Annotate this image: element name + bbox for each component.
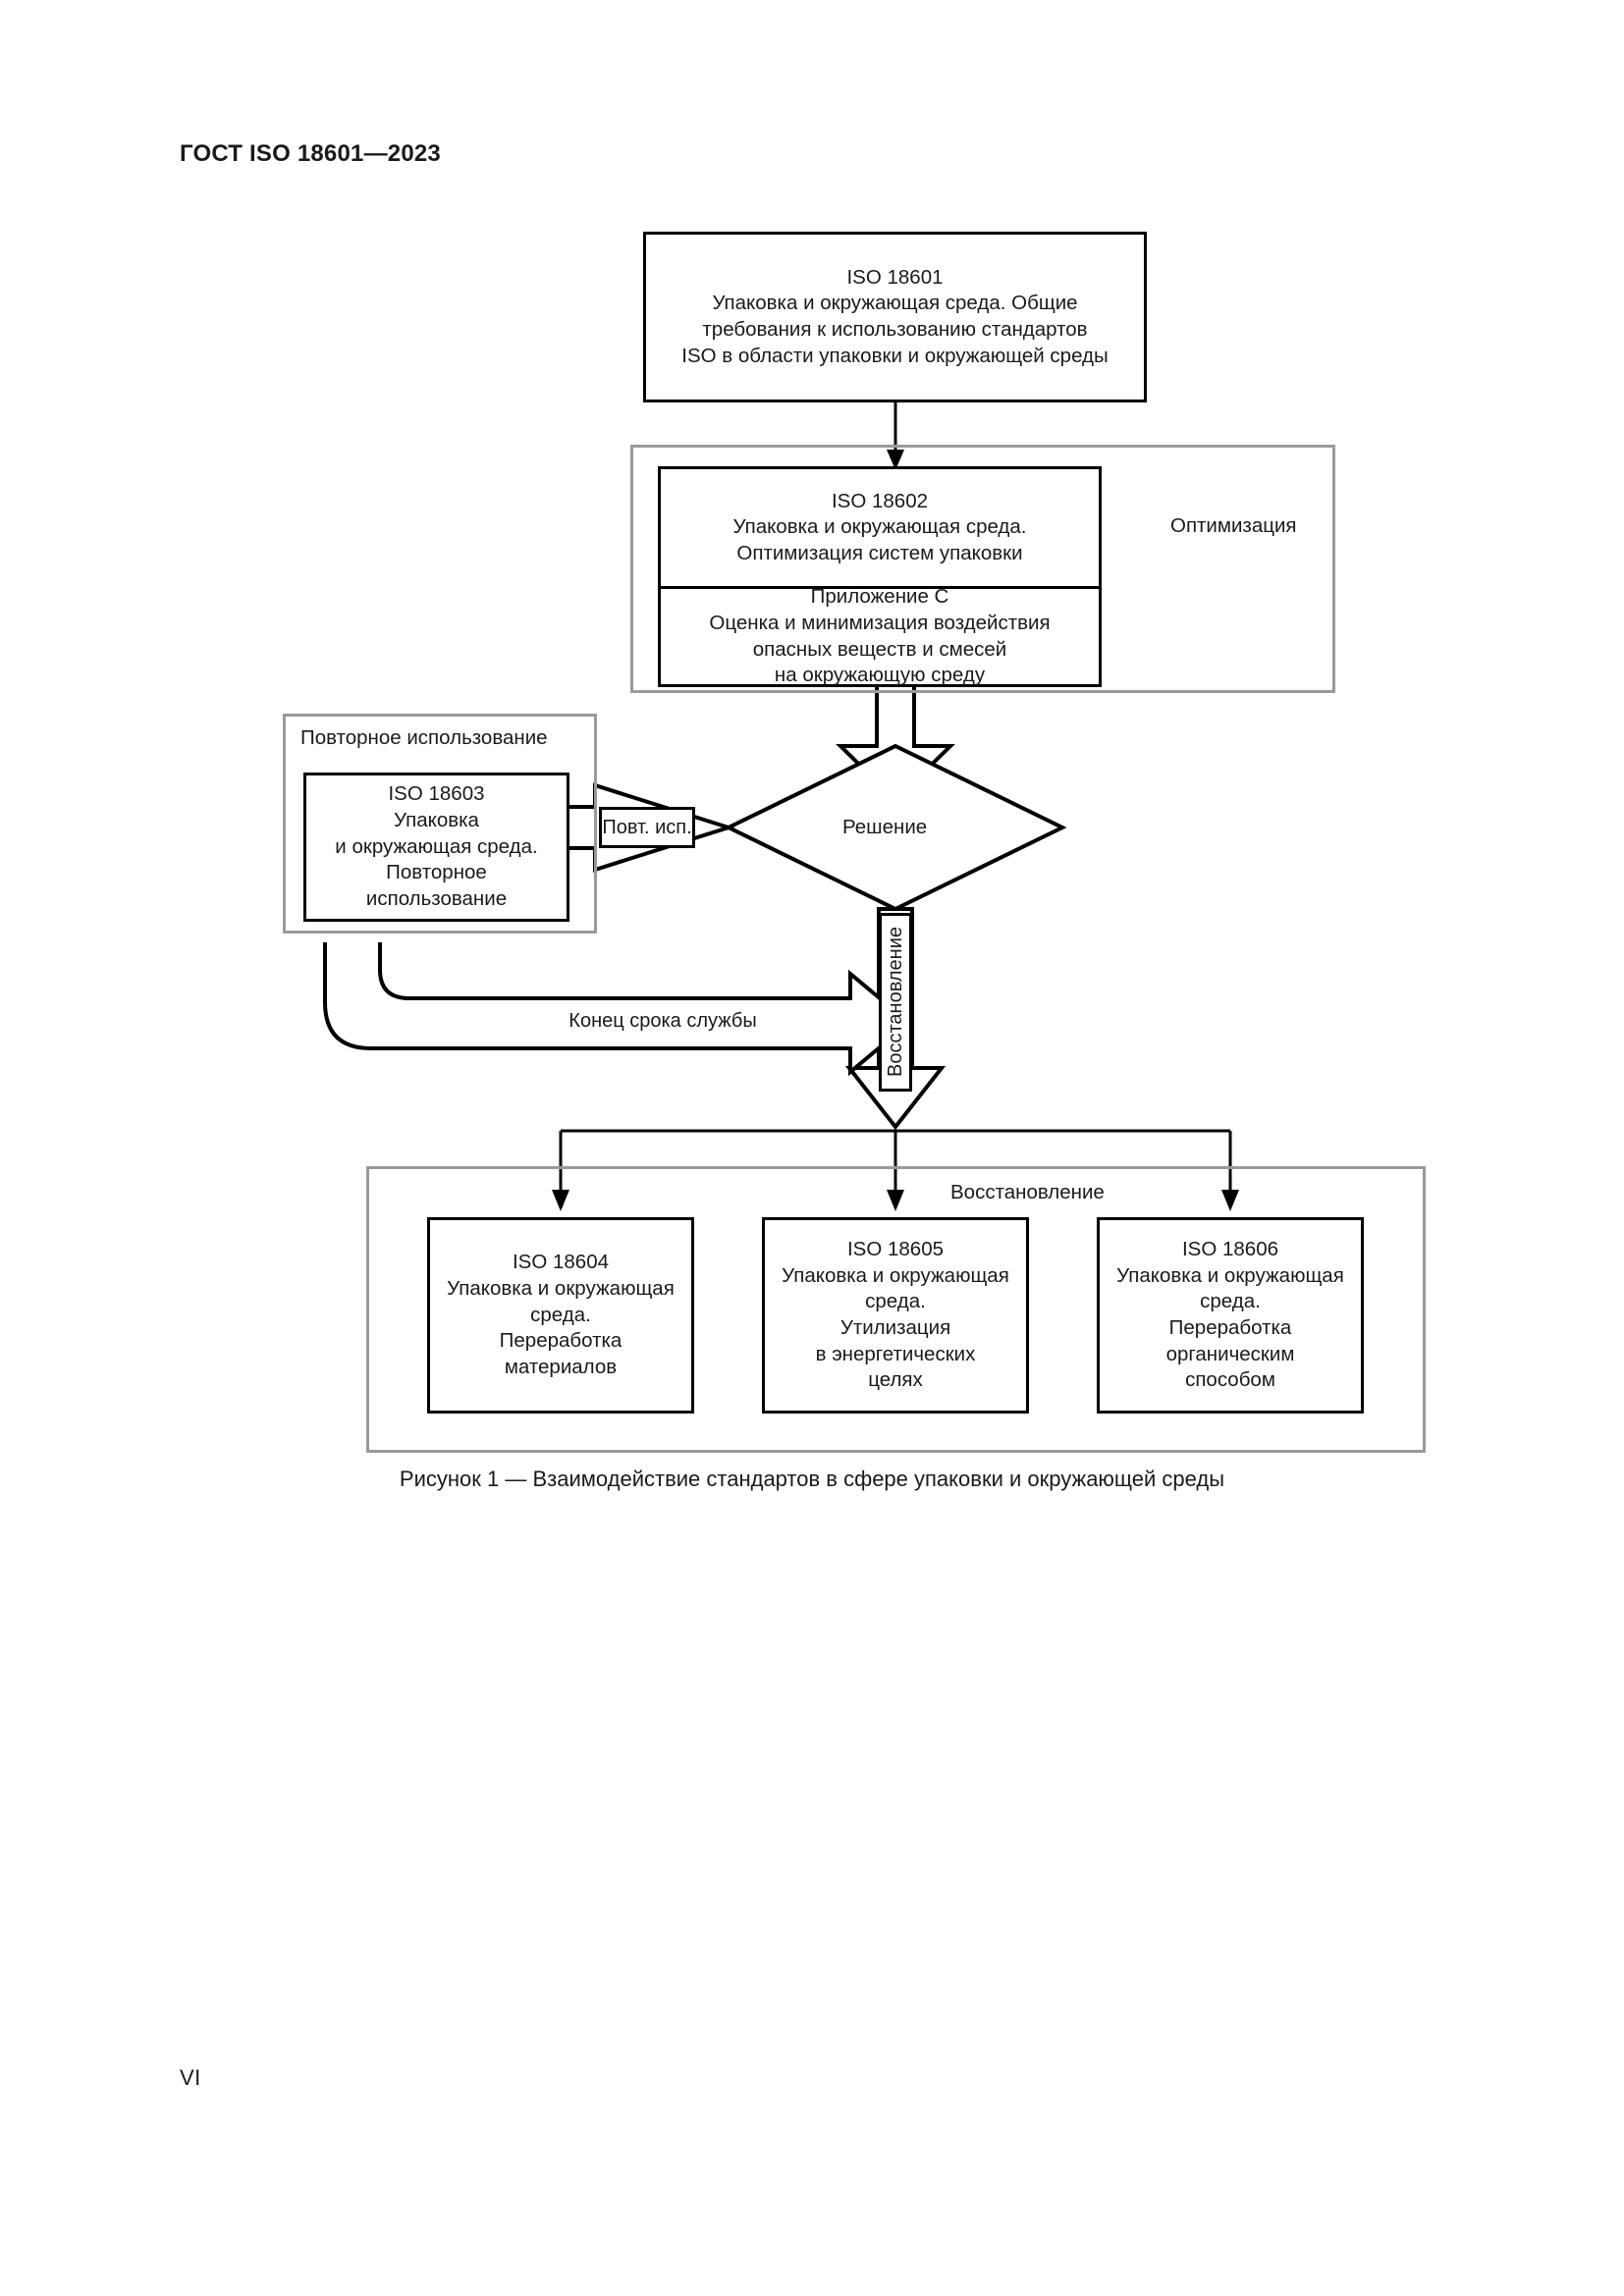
group-recovery-label: Восстановление [950, 1181, 1105, 1203]
node-iso-18601-title: ISO 18601 [846, 265, 944, 289]
node-iso-18602-line-2: Оптимизация систем упаковки [736, 541, 1023, 564]
node-iso-18606-line-5: способом [1185, 1368, 1275, 1392]
node-iso-18604-title: ISO 18604 [512, 1251, 609, 1274]
node-iso-18604-line-2: среда. [530, 1303, 591, 1326]
node-iso-18604-line-1: Упаковка и окружающая [447, 1277, 675, 1301]
node-iso-18605-line-1: Упаковка и окружающая [782, 1263, 1009, 1287]
decision-label: Решение [842, 816, 928, 838]
group-optimization [630, 445, 1335, 693]
node-annex-c-line-1: Оценка и минимизация воздействия [709, 611, 1051, 634]
node-iso-18606-line-3: Переработка [1168, 1316, 1292, 1339]
node-iso-18604-line-4: материалов [504, 1355, 618, 1378]
node-iso-18603-line-2: и окружающая среда. [335, 834, 538, 858]
block-arrow-end-of-life [323, 942, 913, 1077]
node-iso-18606-line-4: органическим [1165, 1342, 1295, 1365]
node-iso-18603[interactable]: ISO 18603 Упаковка и окружающая среда. П… [303, 773, 569, 922]
figure-caption: Рисунок 1 — Взаимодействие стандартов в … [399, 1467, 1225, 1491]
node-iso-18605-line-2: среда. [865, 1290, 926, 1313]
node-iso-18605-line-3: Утилизация [839, 1316, 951, 1339]
node-iso-18601[interactable]: ISO 18601 Упаковка и окружающая среда. О… [643, 232, 1147, 402]
node-annex-c-line-3: на окружающую среду [774, 664, 986, 687]
group-reuse [283, 714, 597, 934]
node-iso-18606-line-2: среда. [1200, 1290, 1261, 1313]
edge-label-end-of-life: Конец срока службы [535, 1010, 790, 1033]
group-optimization-label: Оптимизация [1170, 514, 1297, 537]
document-header: ГОСТ ISO 18601—2023 [180, 140, 441, 167]
node-iso-18601-line-2: требования к использованию стандартов [702, 318, 1088, 341]
group-reuse-label: Повторное использование [300, 726, 548, 749]
node-iso-18604-line-3: Переработка [499, 1329, 623, 1353]
node-iso-18602-title: ISO 18602 [831, 489, 928, 512]
node-iso-18603-line-3: Повторное [386, 861, 487, 884]
node-iso-18603-title: ISO 18603 [388, 782, 485, 806]
node-iso-18604[interactable]: ISO 18604 Упаковка и окружающая среда. П… [427, 1217, 694, 1414]
node-iso-18601-line-1: Упаковка и окружающая среда. Общие [712, 292, 1078, 315]
node-iso-18601-line-3: ISO в области упаковки и окружающей сред… [681, 344, 1109, 367]
node-annex-c[interactable]: Приложение С Оценка и минимизация воздей… [658, 585, 1102, 687]
page-number: VI [180, 2065, 201, 2090]
arrow-bus-to-recovery-standards [552, 1129, 1239, 1211]
node-iso-18606-title: ISO 18606 [1181, 1238, 1278, 1261]
figure-1-diagram: ISO 18601 Упаковка и окружающая среда. О… [283, 232, 1426, 1453]
node-iso-18602[interactable]: ISO 18602 Упаковка и окружающая среда. О… [658, 466, 1102, 586]
node-iso-18605-title: ISO 18605 [846, 1238, 944, 1261]
node-annex-c-line-2: опасных веществ и смесей [752, 637, 1007, 661]
node-iso-18606[interactable]: ISO 18606 Упаковка и окружающая среда. П… [1097, 1217, 1364, 1414]
node-iso-18602-line-1: Упаковка и окружающая среда. [732, 515, 1027, 539]
node-iso-18605[interactable]: ISO 18605 Упаковка и окружающая среда. У… [762, 1217, 1029, 1414]
group-recovery [366, 1166, 1426, 1453]
node-iso-18603-line-4: использование [365, 886, 508, 910]
edge-label-recovery-vertical: Восстановление [879, 913, 912, 1092]
node-iso-18603-line-1: Упаковка [394, 809, 479, 832]
node-iso-18605-line-5: целях [868, 1368, 923, 1392]
node-iso-18605-line-4: в энергетических [815, 1342, 976, 1365]
arrow-root-to-optimization [887, 402, 904, 470]
node-annex-c-title: Приложение С [810, 585, 949, 609]
edge-label-reuse: Повт. исп. [599, 807, 695, 848]
node-iso-18606-line-1: Упаковка и окружающая [1116, 1263, 1344, 1287]
